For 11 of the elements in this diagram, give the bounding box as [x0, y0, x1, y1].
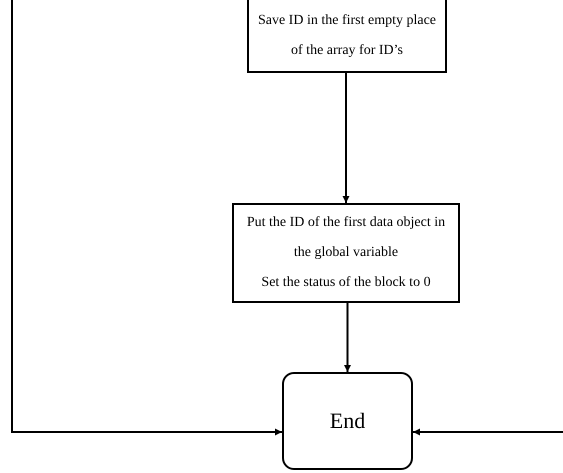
arrow — [11, 0, 282, 436]
process-box — [232, 203, 460, 303]
node-text: End — [330, 407, 366, 435]
arrow — [344, 303, 351, 372]
arrow — [413, 428, 563, 436]
node-text: Set the status of the block to 0 — [260, 274, 432, 292]
terminal-box — [282, 372, 413, 470]
arrow — [342, 73, 350, 203]
process-box — [247, 0, 447, 73]
node-text: Put the ID of the first data object in the global variable — [246, 214, 446, 262]
node-text: Save ID in the first empty place of the array for ID’s — [256, 12, 438, 60]
